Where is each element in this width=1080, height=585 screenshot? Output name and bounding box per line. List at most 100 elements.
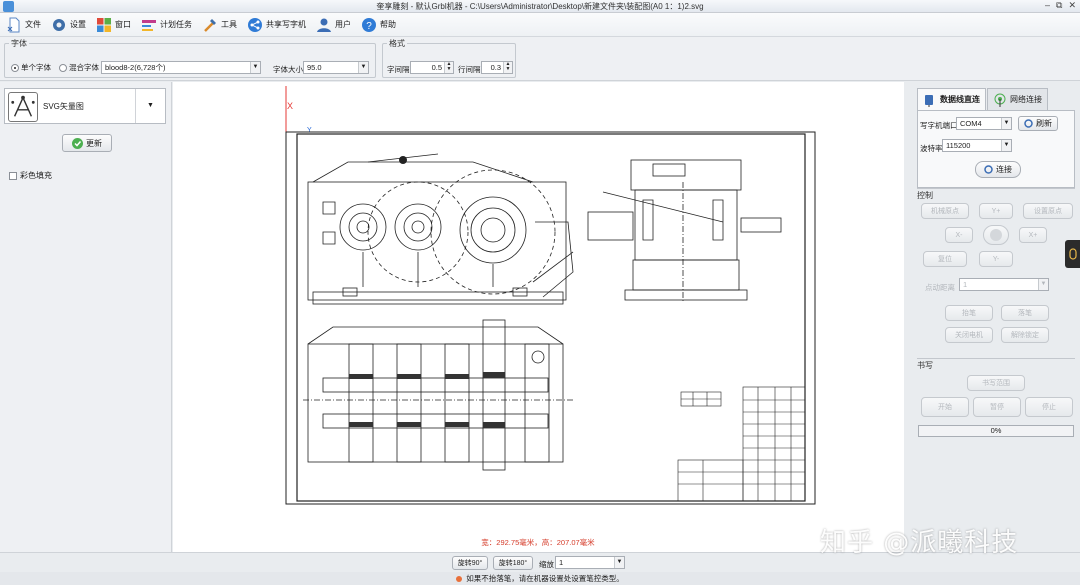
status-message: 如果不抬落笔，请在机器设置处设置笔控类型。 bbox=[466, 574, 624, 583]
menu-help[interactable]: ? 帮助 bbox=[361, 17, 396, 33]
port-label: 写字机端口 bbox=[920, 121, 958, 130]
status-bar: 如果不抬落笔，请在机器设置处设置笔控类型。 bbox=[0, 572, 1080, 585]
chevron-down-icon: ▼ bbox=[135, 89, 165, 123]
connect-button[interactable]: 连接 bbox=[975, 161, 1021, 178]
motor-off-button[interactable]: 关闭电机 bbox=[945, 327, 993, 343]
menu-bar: 文件 设置 窗口 计划任务 工具 共享写字机 用户 ? 帮助 bbox=[0, 13, 1080, 37]
menu-user[interactable]: 用户 bbox=[316, 17, 351, 33]
window-title: 奎享雕刻 - 默认Grbl机器 - C:\Users\Administrator… bbox=[376, 2, 704, 11]
jog-distance-label: 点动距离 bbox=[925, 283, 955, 292]
write-section: 书写 书写范围 开始 暂停 停止 bbox=[917, 358, 1075, 438]
font-group: 字体 单个字体 混合字体 blood8-2(6,728个)▼ 字体大小 95.0… bbox=[4, 38, 376, 78]
minimize-button[interactable]: – bbox=[1045, 0, 1051, 10]
rotate-180-button[interactable]: 旋转180° bbox=[493, 556, 533, 570]
toolbar: 字体 单个字体 混合字体 blood8-2(6,728个)▼ 字体大小 95.0… bbox=[0, 37, 1080, 81]
serial-tab-content: 写字机端口 COM4▼ 刷新 波特率 115200▼ 连接 bbox=[917, 110, 1075, 188]
radio-unchecked-icon bbox=[59, 63, 67, 72]
zoom-label: 缩放 bbox=[539, 560, 554, 569]
window-icon bbox=[97, 17, 111, 32]
drawing-canvas[interactable]: X Y bbox=[173, 82, 904, 552]
write-range-button[interactable]: 书写范围 bbox=[967, 375, 1025, 391]
chevron-down-icon: ▼ bbox=[1001, 118, 1011, 129]
connect-icon bbox=[984, 165, 993, 174]
check-icon bbox=[72, 137, 83, 149]
control-section: 控制 机械原点 Y+ 设置原点 X- X+ 复位 Y- 点动距离 1▼ 抬笔 落… bbox=[917, 188, 1075, 354]
menu-file[interactable]: 文件 bbox=[6, 17, 41, 33]
checkbox-icon bbox=[9, 171, 17, 180]
connection-tabs: 数据线直连 网络连接 bbox=[917, 88, 1049, 110]
char-spacing-spinner[interactable]: 0.5▲▼ bbox=[410, 61, 454, 74]
chevron-down-icon: ▼ bbox=[250, 62, 260, 73]
chevron-down-icon: ▼ bbox=[1038, 279, 1048, 290]
dimensions-readout: 宽：292.75毫米，高：207.07毫米 bbox=[481, 537, 595, 547]
pen-down-button[interactable]: 落笔 bbox=[1001, 305, 1049, 321]
side-panel-handle[interactable] bbox=[1065, 240, 1080, 268]
stop-button[interactable]: 停止 bbox=[1025, 397, 1073, 417]
y-plus-button[interactable]: Y+ bbox=[979, 203, 1013, 219]
return-button[interactable]: 复位 bbox=[923, 251, 967, 267]
menu-schedule[interactable]: 计划任务 bbox=[141, 17, 192, 33]
wifi-antenna-icon bbox=[994, 93, 1006, 107]
user-icon bbox=[317, 18, 331, 32]
gear-icon bbox=[53, 18, 65, 31]
menu-share[interactable]: 共享写字机 bbox=[247, 17, 306, 33]
spinner-arrows-icon[interactable]: ▲▼ bbox=[444, 62, 453, 73]
handle-grip-icon bbox=[1069, 248, 1077, 260]
line-spacing-label: 行间隔 bbox=[458, 65, 481, 74]
axis-y-label: Y bbox=[307, 127, 312, 134]
pause-button[interactable]: 暂停 bbox=[973, 397, 1021, 417]
left-panel: SVG矢量图 ▼ 更新 彩色填充 bbox=[0, 82, 172, 552]
right-panel: 数据线直连 网络连接 写字机端口 COM4▼ 刷新 波特率 115200▼ 连接… bbox=[912, 82, 1080, 552]
watermark: 知乎 @派曦科技 bbox=[820, 528, 1019, 558]
machine-origin-button[interactable]: 机械原点 bbox=[921, 203, 969, 219]
pen-up-button[interactable]: 抬笔 bbox=[945, 305, 993, 321]
color-fill-checkbox[interactable]: 彩色填充 bbox=[9, 170, 52, 181]
menu-tools[interactable]: 工具 bbox=[202, 17, 237, 33]
tools-icon bbox=[204, 18, 216, 32]
rotate-90-button[interactable]: 旋转90° bbox=[452, 556, 488, 570]
chevron-down-icon: ▼ bbox=[1001, 140, 1011, 151]
drawing-preview: X Y bbox=[285, 86, 816, 547]
share-icon bbox=[248, 17, 262, 32]
axis-x-label: X bbox=[287, 101, 293, 111]
spinner-arrows-icon[interactable]: ▲▼ bbox=[503, 62, 512, 73]
menu-window[interactable]: 窗口 bbox=[96, 17, 131, 33]
start-button[interactable]: 开始 bbox=[921, 397, 969, 417]
refresh-button[interactable]: 刷新 bbox=[1018, 116, 1058, 131]
x-plus-button[interactable]: X+ bbox=[1019, 227, 1047, 243]
port-select[interactable]: COM4▼ bbox=[956, 117, 1012, 130]
set-origin-button[interactable]: 设置原点 bbox=[1023, 203, 1073, 219]
line-spacing-spinner[interactable]: 0.3▲▼ bbox=[481, 61, 513, 74]
home-center-button[interactable] bbox=[983, 225, 1009, 245]
tab-serial[interactable]: 数据线直连 bbox=[917, 88, 986, 110]
jog-distance-select[interactable]: 1▼ bbox=[959, 278, 1049, 291]
app-icon bbox=[3, 1, 14, 12]
progress-label: 0% bbox=[990, 426, 1002, 435]
format-group: 格式 字间隔 0.5▲▼ 行间隔 0.3▲▼ bbox=[382, 38, 516, 78]
mixed-font-radio[interactable]: 混合字体 bbox=[59, 62, 99, 73]
font-select[interactable]: blood8-2(6,728个)▼ bbox=[101, 61, 261, 74]
single-font-radio[interactable]: 单个字体 bbox=[11, 62, 51, 73]
y-minus-button[interactable]: Y- bbox=[979, 251, 1013, 267]
zoom-select[interactable]: 1▼ bbox=[555, 556, 625, 569]
baud-select[interactable]: 115200▼ bbox=[942, 139, 1012, 152]
x-minus-button[interactable]: X- bbox=[945, 227, 973, 243]
update-button[interactable]: 更新 bbox=[62, 134, 112, 152]
maximize-button[interactable]: ⧉ bbox=[1056, 0, 1063, 10]
schedule-icon bbox=[142, 19, 156, 31]
file-icon bbox=[7, 17, 20, 32]
usb-cable-icon bbox=[925, 94, 933, 107]
window-controls: – ⧉ ✕ bbox=[1045, 0, 1076, 11]
content-type-select[interactable]: SVG矢量图 ▼ bbox=[4, 88, 166, 124]
home-dot-icon bbox=[990, 229, 1002, 241]
char-spacing-label: 字间隔 bbox=[387, 65, 410, 74]
unlock-button[interactable]: 解除锁定 bbox=[1001, 327, 1049, 343]
chevron-down-icon: ▼ bbox=[358, 62, 368, 73]
write-progress-bar: 0% bbox=[918, 425, 1074, 437]
tab-network[interactable]: 网络连接 bbox=[987, 88, 1048, 110]
menu-settings[interactable]: 设置 bbox=[51, 17, 86, 33]
refresh-icon bbox=[1024, 119, 1033, 128]
close-button[interactable]: ✕ bbox=[1068, 0, 1076, 10]
font-size-select[interactable]: 95.0▼ bbox=[303, 61, 369, 74]
radio-checked-icon bbox=[11, 63, 19, 72]
